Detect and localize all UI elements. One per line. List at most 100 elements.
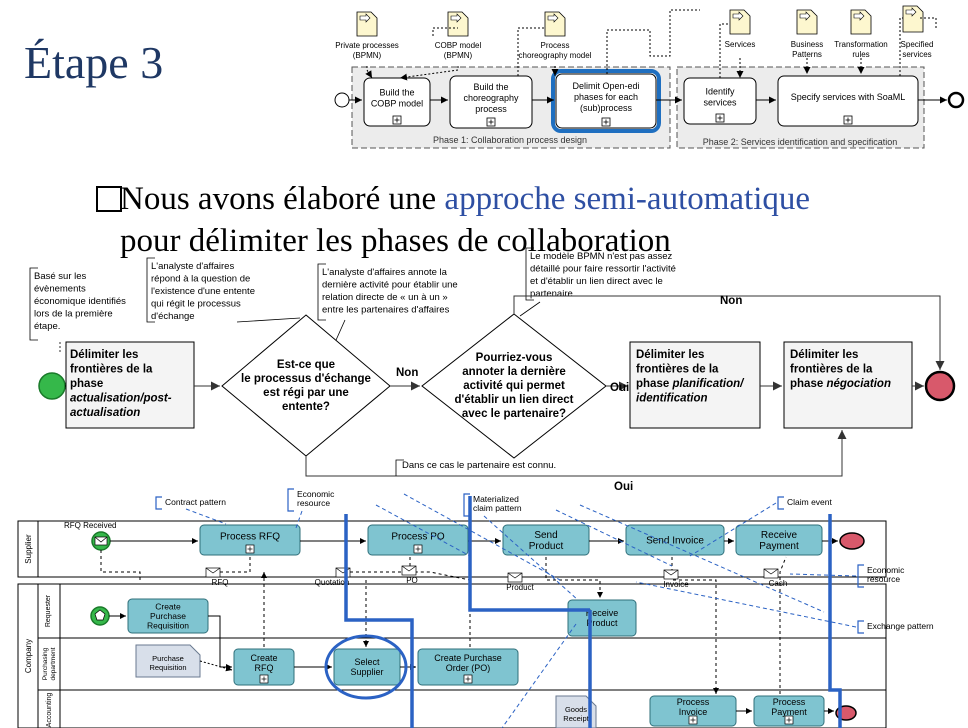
- process-task: [625, 524, 725, 556]
- goods-receipt-document: [555, 695, 597, 728]
- note-bracket: [29, 267, 38, 341]
- annotation-label: Claim event: [787, 497, 833, 507]
- task-label: Supplier: [350, 667, 383, 677]
- task-actualisation: [65, 341, 195, 429]
- annotation-label: Contract pattern: [165, 497, 226, 507]
- task-label: Send Invoice: [646, 535, 704, 546]
- pentagon-icon: [94, 609, 106, 621]
- task-label: Create: [250, 653, 277, 663]
- claim-pattern-annotation: [463, 493, 470, 517]
- process-task: [199, 524, 301, 556]
- task-label: Purchase: [150, 611, 186, 621]
- annotation-label: Economic: [297, 489, 335, 499]
- note-bracket: [525, 247, 534, 301]
- arrow-icon: [359, 13, 371, 23]
- envelope-icon: [335, 567, 351, 578]
- artifact-label: (BPMN): [353, 51, 382, 60]
- task-label: actualisation/post-: [70, 393, 172, 405]
- gateway-label: avec le partenaire?: [462, 408, 566, 420]
- envelope-icon: [94, 536, 108, 546]
- economic-resource-annotation: [287, 488, 294, 512]
- arrow-icon: [853, 11, 865, 21]
- arrow-icon: [732, 11, 744, 21]
- end-event: [839, 532, 865, 550]
- bullet-text: Nous avons élaboré une: [120, 181, 445, 217]
- task-label: frontières de la: [70, 364, 153, 376]
- message-label: RFQ: [212, 578, 229, 587]
- note-text: L'analyste d'affaires: [151, 261, 234, 272]
- annotation-label: claim pattern: [473, 503, 522, 513]
- task-label: Process RFQ: [220, 531, 280, 542]
- lane-headers: [37, 583, 61, 728]
- note-text: étape.: [34, 321, 60, 332]
- connector: [305, 430, 847, 477]
- task-negociation: [783, 341, 913, 429]
- connector: [719, 23, 730, 78]
- note-text: d'échange: [151, 311, 195, 322]
- gateway-label: est régi par une: [263, 387, 349, 399]
- purchase-requisition-document: [135, 644, 201, 678]
- artifact-label: Services: [725, 40, 756, 49]
- annotation-label: Economic: [867, 565, 905, 575]
- message-label: Quotation: [315, 578, 350, 587]
- envelope-icon: [663, 569, 679, 580]
- artifact-label: Process: [541, 41, 570, 50]
- task-planification: [629, 341, 761, 429]
- task-label: Build the: [379, 88, 414, 98]
- task-label: phase: [70, 378, 103, 390]
- task-label: phases for each: [574, 92, 638, 102]
- task-label: frontières de la: [636, 364, 719, 376]
- phase-boundary: [828, 514, 842, 728]
- task-label: Product: [586, 618, 618, 628]
- note-text: L'analyste d'affaires annote la: [322, 267, 448, 278]
- task-label: actualisation: [70, 407, 140, 419]
- connector: [295, 510, 303, 529]
- task-label: Identify: [705, 87, 735, 97]
- note-bracket: [317, 263, 326, 321]
- annotation-label: Exchange pattern: [867, 621, 934, 631]
- connector: [763, 568, 779, 575]
- end-event: [947, 91, 965, 109]
- note-text: entre les partenaires d'affaires: [322, 305, 450, 316]
- task-label: Delimit Open-edi: [572, 81, 639, 91]
- connector: [579, 504, 825, 613]
- annotation-label: resource: [867, 574, 900, 584]
- task-label: Create: [155, 601, 181, 611]
- arrow-icon: [450, 13, 462, 23]
- arrow-icon: [905, 7, 917, 17]
- gateway-label: annoter la dernière: [462, 366, 566, 378]
- note-text: et d'établir un lien direct avec le: [530, 276, 663, 287]
- task-label: COBP model: [371, 99, 423, 109]
- connector: [185, 508, 227, 525]
- task-label: Product: [529, 541, 564, 552]
- artifact-label: rules: [852, 50, 869, 59]
- note-text: détaillé pour faire ressortir l'activité: [530, 264, 676, 275]
- connector: [199, 660, 233, 672]
- connector: [920, 17, 937, 30]
- connector: [375, 504, 471, 557]
- connector: [689, 502, 777, 557]
- connector: [403, 493, 561, 581]
- envelope-icon: [507, 572, 523, 583]
- note-text: répond à la question de: [151, 274, 250, 285]
- connector: [519, 301, 541, 317]
- connector: [205, 567, 221, 574]
- note-text: Le modèle BPMN n'est pas assez: [530, 251, 673, 262]
- message-label: Cash: [769, 579, 788, 588]
- envelope-icon: [205, 567, 221, 578]
- gateway-label: d'établir un lien direct: [454, 394, 573, 406]
- note-text: Dans ce cas le partenaire est connu.: [402, 460, 556, 471]
- note-text: lors de la première: [34, 309, 113, 320]
- lane-label-accounting: Accounting: [46, 693, 53, 728]
- task-label: Receive: [586, 608, 619, 618]
- connector: [94, 536, 108, 543]
- artifact-label: Business: [791, 40, 823, 49]
- message-label: PO: [406, 576, 418, 585]
- event-label: RFQ Received: [64, 521, 116, 530]
- phase-boundary: [468, 496, 566, 612]
- connector: [401, 565, 417, 572]
- process-task: [502, 524, 590, 556]
- task-label: Payment: [771, 707, 807, 717]
